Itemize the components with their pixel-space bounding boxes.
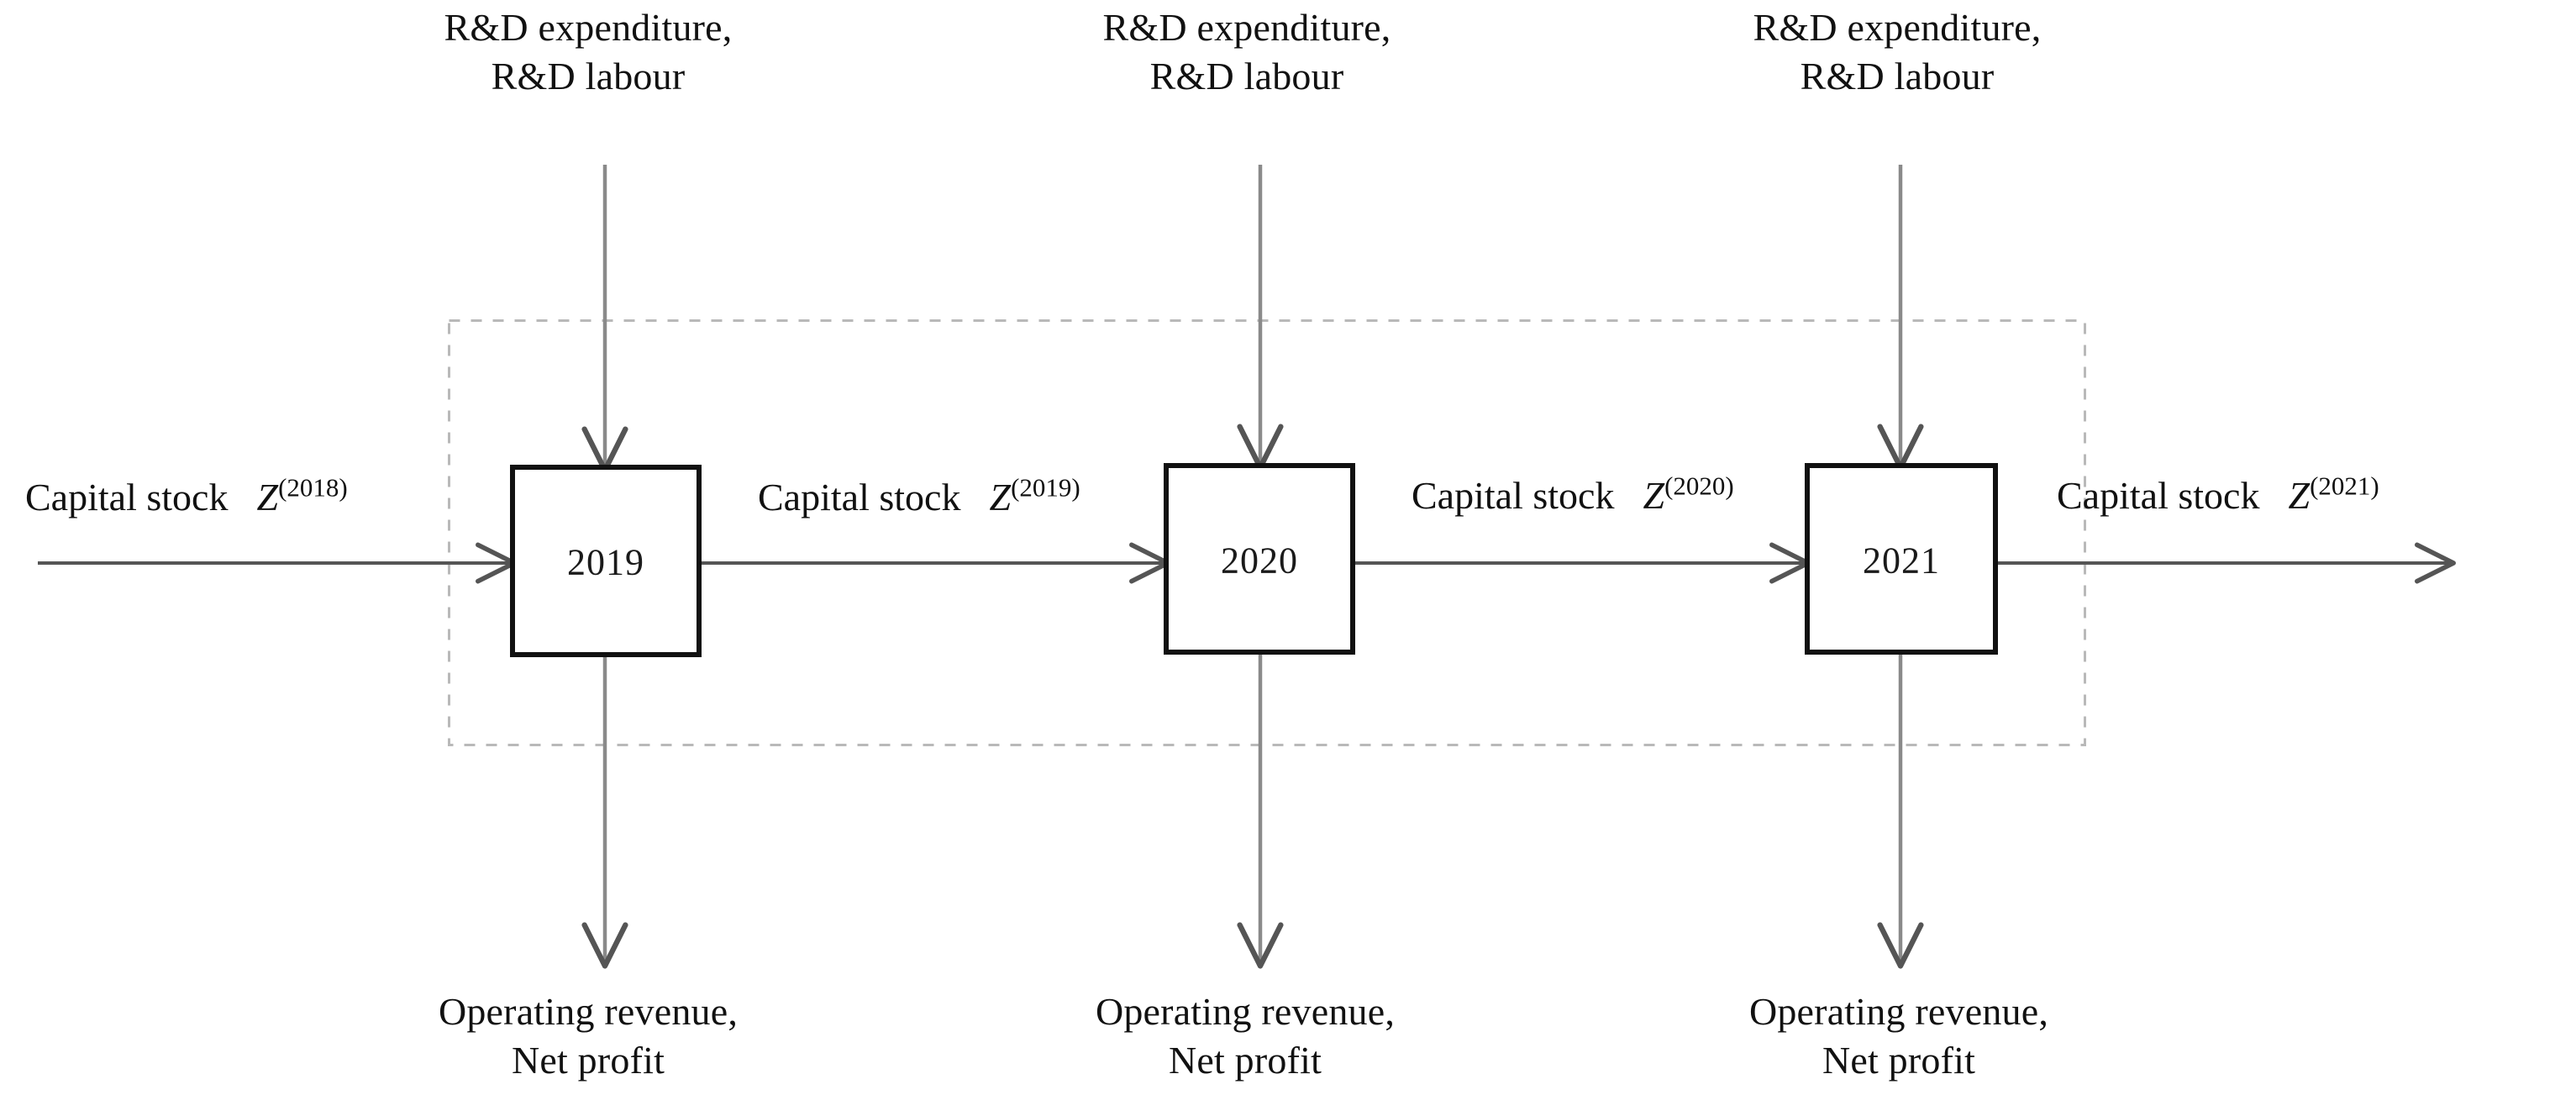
carry-out-symbol-2021: Z [2288, 474, 2311, 517]
carry-in-text-2018: Capital stock [25, 476, 229, 519]
period-box-2020[interactable] [1164, 463, 1355, 655]
outputs-label-2020-line2: Net profit [1168, 1039, 1322, 1082]
inputs-label-2019-line1: R&D expenditure, [444, 6, 733, 49]
outputs-label-2019: Operating revenue, Net profit [370, 987, 807, 1085]
carry-out-label-2019: Capital stock Z(2019) [758, 475, 1080, 519]
outputs-label-2019-line1: Operating revenue, [438, 990, 739, 1033]
period-box-label-2020: 2020 [1221, 540, 1298, 582]
inputs-label-2020: R&D expenditure, R&D labour [1045, 3, 1448, 101]
dashed-boundary-rect [448, 319, 2086, 746]
inputs-label-2020-line2: R&D labour [1149, 55, 1344, 97]
carry-in-superscript-2018: (2018) [278, 472, 348, 503]
period-box-2019[interactable] [510, 465, 702, 657]
carry-out-text-2020: Capital stock [1412, 474, 1615, 517]
carry-out-label-2021: Capital stock Z(2021) [2057, 473, 2379, 518]
carry-out-superscript-2020: (2020) [1664, 471, 1734, 501]
inputs-label-2019: R&D expenditure, R&D labour [386, 3, 790, 101]
carry-out-text-2021: Capital stock [2057, 474, 2260, 517]
outputs-label-2021-line2: Net profit [1822, 1039, 1976, 1082]
outputs-label-2021: Operating revenue, Net profit [1680, 987, 2117, 1085]
carry-in-label-2018: Capital stock Z(2018) [25, 475, 348, 519]
outputs-label-2021-line1: Operating revenue, [1748, 990, 2049, 1033]
carry-out-symbol-2020: Z [1643, 474, 1665, 517]
period-box-2021[interactable] [1805, 463, 1998, 655]
carry-in-symbol-2018: Z [256, 476, 279, 519]
carry-out-superscript-2021: (2021) [2310, 471, 2379, 501]
inputs-label-2019-line2: R&D labour [491, 55, 686, 97]
outputs-label-2019-line2: Net profit [511, 1039, 665, 1082]
carry-out-superscript-2019: (2019) [1011, 472, 1080, 503]
inputs-label-2021-line2: R&D labour [1800, 55, 1995, 97]
carry-out-label-2020: Capital stock Z(2020) [1412, 473, 1734, 518]
inputs-label-2020-line1: R&D expenditure, [1102, 6, 1391, 49]
outputs-label-2020-line1: Operating revenue, [1095, 990, 1396, 1033]
inputs-label-2021-line1: R&D expenditure, [1753, 6, 2042, 49]
period-box-label-2021: 2021 [1863, 540, 1940, 582]
carry-out-symbol-2019: Z [989, 476, 1012, 519]
inputs-label-2021: R&D expenditure, R&D labour [1695, 3, 2099, 101]
period-box-label-2019: 2019 [567, 541, 644, 583]
carry-out-text-2019: Capital stock [758, 476, 961, 519]
outputs-label-2020: Operating revenue, Net profit [1027, 987, 1464, 1085]
